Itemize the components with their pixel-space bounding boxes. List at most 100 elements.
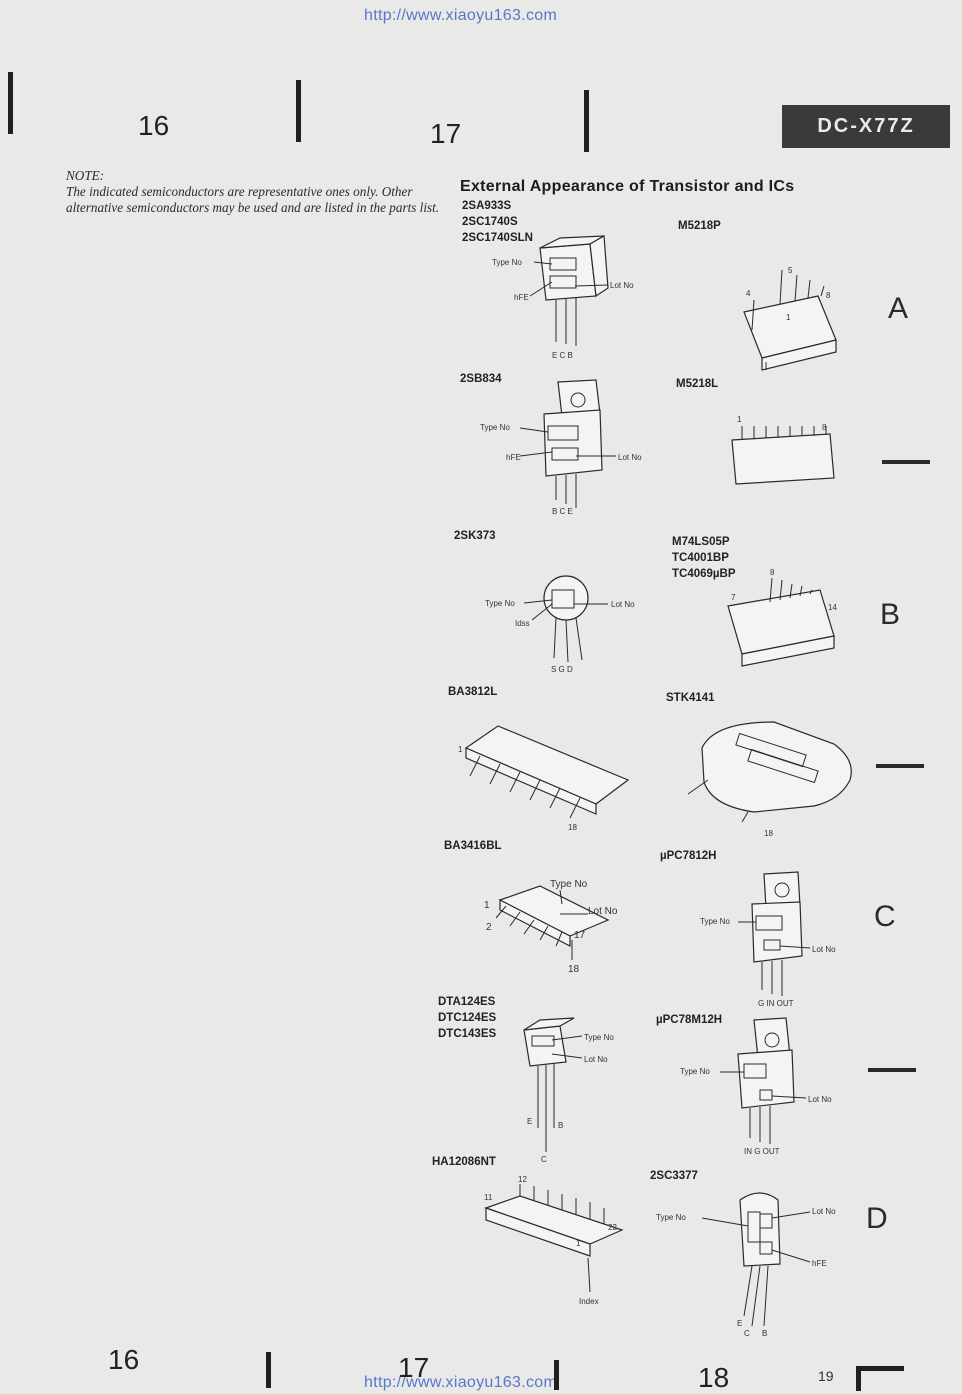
transistor-to92l-diagram: Type No Lot No hFE E C B — [492, 235, 634, 360]
page-number-17-top: 17 — [430, 118, 462, 149]
svg-text:G IN OUT: G IN OUT — [758, 999, 794, 1008]
part-ba3416bl: BA3416BL — [444, 840, 502, 852]
regulator-upc78m12h-diagram: Type No Lot No IN G OUT — [680, 1017, 832, 1156]
grid-letter-b: B — [880, 598, 901, 631]
dip14-diagram: 8 7 14 — [727, 568, 837, 667]
svg-text:E: E — [737, 1319, 742, 1328]
svg-text:Lot No: Lot No — [812, 945, 836, 954]
divider-bar — [296, 80, 301, 142]
svg-text:S G D: S G D — [551, 665, 573, 674]
grid-divider — [876, 764, 924, 768]
svg-text:B: B — [558, 1121, 563, 1130]
svg-text:Type No: Type No — [700, 917, 730, 926]
svg-text:5: 5 — [788, 266, 793, 275]
sip8-m5218l-diagram: 1 8 — [731, 415, 835, 485]
svg-text:2: 2 — [486, 922, 492, 933]
svg-text:Type No: Type No — [492, 258, 522, 267]
page-title: External Appearance of Transistor and IC… — [460, 178, 795, 195]
svg-text:1: 1 — [484, 900, 490, 911]
svg-text:Lot No: Lot No — [808, 1095, 832, 1104]
svg-text:4: 4 — [746, 289, 751, 298]
part-2sb834: 2SB834 — [460, 373, 502, 385]
margin-bar — [8, 72, 13, 134]
part-m5218l: M5218L — [676, 378, 719, 390]
grid-divider — [868, 1068, 916, 1072]
model-badge: DC-X77Z — [782, 105, 950, 148]
svg-text:18: 18 — [568, 823, 577, 832]
svg-text:Lot No: Lot No — [588, 906, 618, 917]
svg-text:hFE: hFE — [506, 453, 521, 462]
grid-letter-c: C — [874, 900, 896, 933]
note-label: NOTE: — [66, 168, 105, 183]
svg-text:Idss: Idss — [515, 619, 530, 628]
sip18-ba3812l-diagram: 1 18 — [458, 725, 630, 832]
dip8-m5218p-diagram: 5 4 8 1 — [743, 266, 837, 371]
svg-text:1: 1 — [737, 415, 742, 424]
part-m5218p: M5218P — [678, 220, 721, 232]
svg-text:1: 1 — [458, 745, 463, 754]
svg-text:hFE: hFE — [812, 1259, 827, 1268]
svg-text:Type No: Type No — [480, 423, 510, 432]
bottom-url[interactable]: http://www.xiaoyu163.com — [364, 1374, 558, 1391]
page-number-19-bottom: 19 — [818, 1368, 834, 1384]
svg-text:Index: Index — [579, 1297, 599, 1306]
svg-text:11: 11 — [484, 1193, 493, 1202]
divider-bar — [584, 90, 589, 152]
part-ba3812l: BA3812L — [448, 686, 498, 698]
part-upc7812h: µPC7812H — [660, 850, 717, 862]
svg-text:18: 18 — [568, 964, 580, 975]
svg-text:E: E — [527, 1117, 532, 1126]
svg-text:8: 8 — [822, 423, 827, 432]
top-url[interactable]: http://www.xiaoyu163.com — [364, 7, 558, 24]
fet-2sk373-diagram: Type No Lot No Idss S G D — [485, 575, 635, 674]
transistor-2sc3377-diagram: Type No Lot No hFE E C B — [656, 1192, 836, 1338]
svg-text:1: 1 — [786, 313, 791, 322]
page-number-16-bottom: 16 — [108, 1344, 140, 1375]
regulator-upc7812h-diagram: Type No Lot No G IN OUT — [700, 871, 836, 1008]
svg-text:Lot No: Lot No — [584, 1055, 608, 1064]
divider-bar — [266, 1352, 271, 1388]
svg-text:Type No: Type No — [584, 1033, 614, 1042]
svg-text:18: 18 — [764, 829, 773, 838]
page-number-16-top: 16 — [138, 110, 170, 141]
svg-text:8: 8 — [826, 291, 831, 300]
divider-bar — [554, 1360, 559, 1390]
svg-text:Lot No: Lot No — [611, 600, 635, 609]
transistor-dta124es-diagram: Type No Lot No E B C — [523, 1017, 614, 1164]
svg-text:hFE: hFE — [514, 293, 529, 302]
svg-text:8: 8 — [770, 568, 775, 577]
svg-text:Type No: Type No — [680, 1067, 710, 1076]
svg-text:B: B — [762, 1329, 767, 1338]
note-text: The indicated semiconductors are represe… — [66, 184, 440, 215]
part-upc78m12h: µPC78M12H — [656, 1014, 723, 1026]
svg-text:17: 17 — [574, 930, 586, 941]
page-number-17-bottom: 17 — [398, 1352, 430, 1383]
svg-text:12: 12 — [518, 1175, 527, 1184]
grid-letter-d: D — [866, 1202, 888, 1235]
svg-text:1: 1 — [576, 1239, 581, 1248]
svg-text:22: 22 — [608, 1223, 617, 1232]
note-block: NOTE: The indicated semiconductors are r… — [66, 168, 451, 216]
ic-ba3416bl-diagram: Type No Lot No 1 2 17 18 — [484, 879, 618, 975]
svg-text:E C B: E C B — [552, 351, 573, 360]
svg-text:IN G OUT: IN G OUT — [744, 1147, 780, 1156]
part-2sk373: 2SK373 — [454, 530, 496, 542]
svg-text:14: 14 — [828, 603, 837, 612]
svg-text:B C E: B C E — [552, 507, 573, 516]
svg-text:Type No: Type No — [656, 1213, 686, 1222]
dip22-ha12086nt-diagram: 11 12 22 1 Index — [484, 1175, 624, 1306]
grid-letter-a: A — [888, 292, 909, 325]
corner-mark — [856, 1366, 861, 1391]
svg-text:C: C — [541, 1155, 547, 1164]
svg-text:Lot No: Lot No — [618, 453, 642, 462]
svg-text:Type No: Type No — [550, 879, 588, 890]
part-2sc3377: 2SC3377 — [650, 1170, 698, 1182]
transistor-to220-diagram: Type No Lot No hFE B C E — [480, 379, 642, 516]
part-ha12086nt: HA12086NT — [432, 1156, 496, 1168]
svg-text:Lot No: Lot No — [610, 281, 634, 290]
corner-mark — [856, 1366, 904, 1371]
svg-text:Type No: Type No — [485, 599, 515, 608]
